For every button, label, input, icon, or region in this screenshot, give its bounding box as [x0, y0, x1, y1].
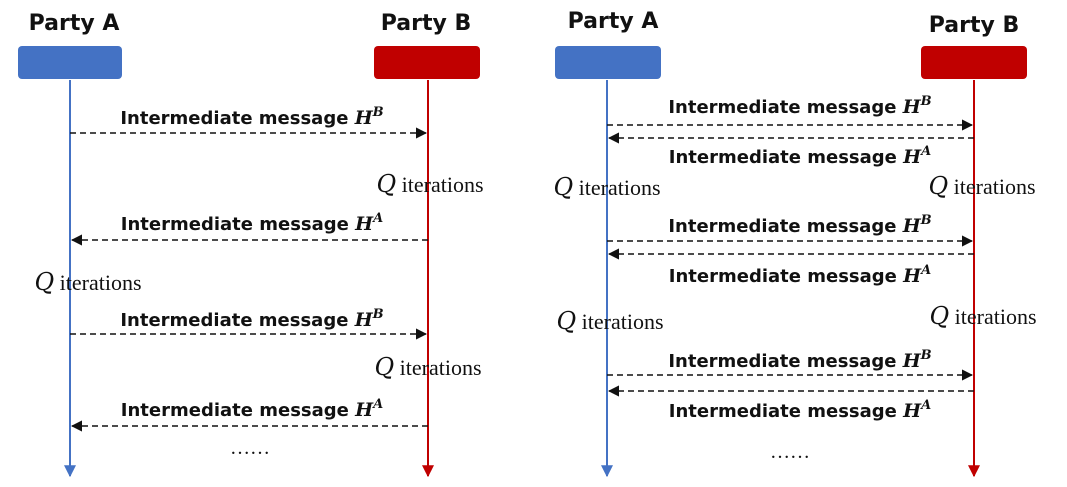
message-variable: H: [354, 399, 374, 421]
message-superscript: A: [371, 397, 383, 412]
iterations-q: Q: [928, 172, 948, 200]
iterations-q: Q: [376, 170, 396, 198]
message-superscript: A: [919, 398, 931, 413]
iterations-word: iterations: [576, 309, 663, 334]
continuation-ellipsis: ……: [230, 437, 270, 459]
continuation-ellipsis: ……: [770, 441, 810, 463]
iterations-q: Q: [553, 173, 573, 201]
message-superscript: B: [372, 105, 384, 120]
party-a-label: Party A: [568, 9, 659, 34]
message-label: Intermediate message HA: [669, 398, 931, 422]
message-variable: H: [902, 96, 922, 118]
message-label: Intermediate message HB: [120, 105, 383, 129]
iterations-word: iterations: [948, 174, 1035, 199]
message-label-text: Intermediate message: [120, 108, 354, 129]
iterations-label: Q iterations: [374, 353, 481, 381]
party-a-box: [555, 46, 661, 79]
iterations-q: Q: [556, 307, 576, 335]
message-label-text: Intermediate message: [668, 97, 902, 118]
message-superscript: B: [920, 213, 932, 228]
message-variable: H: [902, 350, 922, 372]
iterations-q: Q: [929, 302, 949, 330]
iterations-label: Q iterations: [929, 302, 1036, 330]
message-variable: H: [354, 213, 374, 235]
message-superscript: B: [920, 94, 932, 109]
iterations-label: Q iterations: [376, 170, 483, 198]
message-superscript: B: [920, 348, 932, 363]
message-variable: H: [902, 400, 922, 422]
party-a-box: [18, 46, 122, 79]
message-label-text: Intermediate message: [121, 400, 355, 421]
message-label-text: Intermediate message: [121, 214, 355, 235]
message-variable: H: [902, 265, 922, 287]
iterations-word: iterations: [573, 175, 660, 200]
message-variable: H: [902, 146, 922, 168]
party-b-box: [921, 46, 1027, 79]
message-label-text: Intermediate message: [668, 351, 902, 372]
message-label: Intermediate message HA: [669, 144, 931, 168]
message-label-text: Intermediate message: [668, 216, 902, 237]
message-superscript: A: [371, 211, 383, 226]
iterations-q: Q: [374, 353, 394, 381]
message-variable: H: [902, 215, 922, 237]
iterations-word: iterations: [396, 172, 483, 197]
party-b-label: Party B: [381, 11, 472, 36]
message-label-text: Intermediate message: [669, 266, 903, 287]
message-label-text: Intermediate message: [669, 147, 903, 168]
message-label: Intermediate message HB: [120, 307, 383, 331]
iterations-word: iterations: [54, 270, 141, 295]
message-label-text: Intermediate message: [120, 310, 354, 331]
message-label: Intermediate message HB: [668, 94, 931, 118]
message-label: Intermediate message HA: [669, 263, 931, 287]
iterations-label: Q iterations: [556, 307, 663, 335]
iterations-word: iterations: [394, 355, 481, 380]
iterations-label: Q iterations: [928, 172, 1035, 200]
message-label: Intermediate message HB: [668, 213, 931, 237]
party-a-label: Party A: [29, 11, 120, 36]
message-superscript: A: [919, 263, 931, 278]
message-variable: H: [354, 107, 374, 129]
message-label-text: Intermediate message: [669, 401, 903, 422]
party-b-box: [374, 46, 480, 79]
message-superscript: A: [919, 144, 931, 159]
iterations-word: iterations: [949, 304, 1036, 329]
message-label: Intermediate message HA: [121, 211, 383, 235]
message-variable: H: [354, 309, 374, 331]
party-b-label: Party B: [929, 13, 1020, 38]
message-superscript: B: [372, 307, 384, 322]
message-label: Intermediate message HB: [668, 348, 931, 372]
iterations-label: Q iterations: [553, 173, 660, 201]
message-label: Intermediate message HA: [121, 397, 383, 421]
iterations-label: Q iterations: [34, 268, 141, 296]
iterations-q: Q: [34, 268, 54, 296]
